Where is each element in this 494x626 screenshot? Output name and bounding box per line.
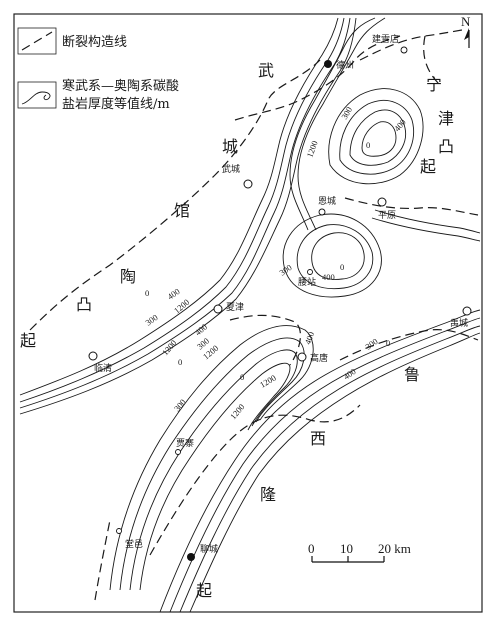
city-label-pingyuan: 平原 bbox=[378, 210, 396, 221]
fault-lines bbox=[29, 29, 479, 601]
contour-label-0-a: 0 bbox=[145, 288, 149, 298]
isopach-contours bbox=[19, 17, 481, 613]
city-label-yaozhan: 腰站 bbox=[298, 276, 316, 288]
fault-luxi-north bbox=[339, 329, 479, 361]
contour-1200-luxi bbox=[189, 332, 481, 613]
legend: 断裂构造线 寒武系—奥陶系碳酸 盐岩厚度等值线/m bbox=[17, 27, 179, 112]
contour-ningjin-inner bbox=[349, 109, 407, 166]
legend-fault-label: 断裂构造线 bbox=[62, 35, 127, 50]
city-label-wucheng: 武城 bbox=[222, 163, 240, 175]
city-dot-liaocheng bbox=[187, 553, 195, 561]
city-label-liaocheng: 聊城 bbox=[200, 543, 218, 555]
city-dot-gaotang bbox=[297, 352, 307, 362]
region-ningjin-char3: 凸 bbox=[438, 137, 454, 156]
contour-ningjin-se-a bbox=[374, 209, 481, 234]
fault-ningjin-branch bbox=[423, 35, 441, 86]
city-dot-dezhou bbox=[324, 60, 332, 68]
contour-encheng-mid bbox=[296, 224, 374, 290]
map-frame bbox=[13, 13, 483, 613]
region-luxi-char3: 隆 bbox=[260, 485, 276, 504]
city-label-yucheng: 禹城 bbox=[450, 317, 468, 329]
city-markers: 德州 建雪店 武城 恩城 平原 腰站 夏津 临清 高唐 禹城 贾寨 堂邑 聊城 bbox=[88, 33, 472, 561]
city-label-jiazhai: 贾寨 bbox=[176, 437, 194, 449]
city-label-jianxuedian: 建雪店 bbox=[372, 33, 399, 45]
contour-400-central bbox=[129, 349, 298, 591]
city-label-gaotang: 高唐 bbox=[310, 352, 328, 364]
region-luxi-char1: 鲁 bbox=[404, 365, 420, 384]
region-ningjin-char2: 津 bbox=[438, 109, 454, 128]
contour-ningjin-core bbox=[361, 121, 397, 157]
region-guantao-char3: 凸 bbox=[76, 295, 92, 314]
fault-ningjin-south bbox=[344, 197, 479, 216]
region-wucheng-char2: 城 bbox=[222, 137, 238, 156]
region-luxi-char2: 西 bbox=[310, 429, 326, 448]
scale-label-10: 10 bbox=[340, 541, 353, 556]
contour-label-400-e: 400 bbox=[302, 330, 316, 345]
fault-guantao-west bbox=[29, 59, 321, 331]
legend-fault-symbol bbox=[21, 31, 53, 51]
fault-xiajin bbox=[229, 314, 302, 366]
city-label-dezhou: 德州 bbox=[336, 59, 354, 71]
contour-label-400-c: 400 bbox=[322, 272, 335, 282]
city-dot-wucheng bbox=[243, 179, 253, 189]
scale-label-0: 0 bbox=[308, 541, 315, 556]
contour-label-0-f: 0 bbox=[386, 338, 390, 348]
fault-ningjin-north bbox=[359, 29, 463, 61]
contour-300-central bbox=[119, 337, 305, 591]
contour-1200-west bbox=[19, 17, 357, 415]
region-labels: 武 城 馆 陶 凸 起 宁 津 凸 起 鲁 西 隆 起 bbox=[20, 61, 454, 600]
city-label-xiajin: 夏津 bbox=[226, 302, 244, 313]
city-dot-tangyi bbox=[116, 528, 122, 534]
contour-label-0-e: 0 bbox=[240, 372, 244, 382]
city-label-linqing: 临清 bbox=[94, 362, 112, 374]
north-arrow-head bbox=[464, 28, 469, 40]
city-dot-xiajin bbox=[213, 304, 223, 314]
region-luxi-char4: 起 bbox=[196, 581, 212, 600]
contour-300-east-upper bbox=[297, 17, 386, 231]
region-ningjin-char1: 宁 bbox=[426, 75, 442, 94]
city-dot-yaozhan bbox=[307, 269, 313, 275]
city-dot-pingyuan bbox=[377, 197, 387, 207]
contour-ningjin-mid bbox=[339, 100, 414, 175]
contour-ningjin-outer bbox=[328, 88, 424, 185]
region-guantao-char2: 陶 bbox=[120, 267, 136, 286]
contour-300-west bbox=[19, 17, 351, 409]
region-ningjin-char4: 起 bbox=[420, 157, 436, 176]
contour-encheng-inner bbox=[311, 232, 365, 280]
contour-400-luxi bbox=[169, 317, 481, 613]
north-arrow: N bbox=[461, 14, 471, 48]
fault-dezhou bbox=[234, 35, 401, 121]
legend-isopach-label-2: 盐岩厚度等值线/m bbox=[62, 96, 170, 112]
city-label-encheng: 恩城 bbox=[318, 196, 336, 207]
city-dot-linqing bbox=[88, 351, 98, 361]
contour-ningjin-se-b bbox=[371, 217, 481, 242]
contour-0-central bbox=[139, 362, 291, 591]
scale-bar: 0 10 20 km bbox=[308, 541, 411, 563]
contour-label-0-b: 0 bbox=[366, 140, 370, 150]
scale-label-20: 20 km bbox=[378, 541, 411, 556]
city-label-tangyi: 堂邑 bbox=[125, 538, 143, 550]
contour-encheng-outer bbox=[282, 213, 382, 298]
contour-1200-east-upper bbox=[289, 17, 376, 231]
fault-tangyi bbox=[94, 519, 111, 601]
contour-1200-central bbox=[109, 325, 314, 591]
legend-isopach-symbol bbox=[21, 91, 51, 105]
contour-300-luxi bbox=[179, 325, 481, 613]
region-guantao-char1: 馆 bbox=[174, 201, 190, 220]
city-dot-jianxuedian bbox=[400, 46, 408, 54]
contour-label-0-c: 0 bbox=[340, 262, 344, 272]
contour-label-0-d: 0 bbox=[178, 357, 182, 367]
contour-0-luxi bbox=[159, 309, 481, 613]
city-dot-encheng bbox=[318, 208, 326, 216]
region-guantao-char4: 起 bbox=[20, 331, 36, 350]
legend-isopach-label-1: 寒武系—奥陶系碳酸 bbox=[62, 78, 179, 94]
contour-0-west bbox=[19, 17, 339, 396]
city-dot-jiazhai bbox=[175, 449, 181, 455]
city-dot-yucheng bbox=[462, 306, 472, 316]
contour-400-west bbox=[19, 17, 345, 403]
north-label: N bbox=[461, 14, 471, 29]
region-wucheng-char1: 武 bbox=[258, 61, 274, 80]
